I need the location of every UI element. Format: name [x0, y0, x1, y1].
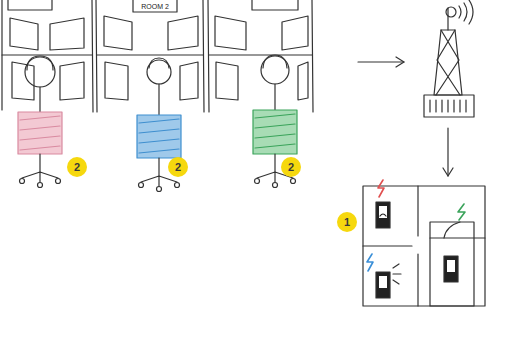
- cell-tower: [424, 0, 474, 117]
- cubicle-partitions: [2, 0, 313, 112]
- signal-bolt: [367, 180, 465, 271]
- callout-number: 2: [281, 157, 301, 177]
- sign-text: ROOM 2: [133, 0, 177, 12]
- callout-number: 1: [337, 212, 357, 232]
- floor-plan: [363, 186, 485, 306]
- office-chair: [18, 110, 297, 192]
- callout-number: 2: [168, 157, 188, 177]
- callout-number: 2: [67, 157, 87, 177]
- office-worker: [25, 55, 289, 115]
